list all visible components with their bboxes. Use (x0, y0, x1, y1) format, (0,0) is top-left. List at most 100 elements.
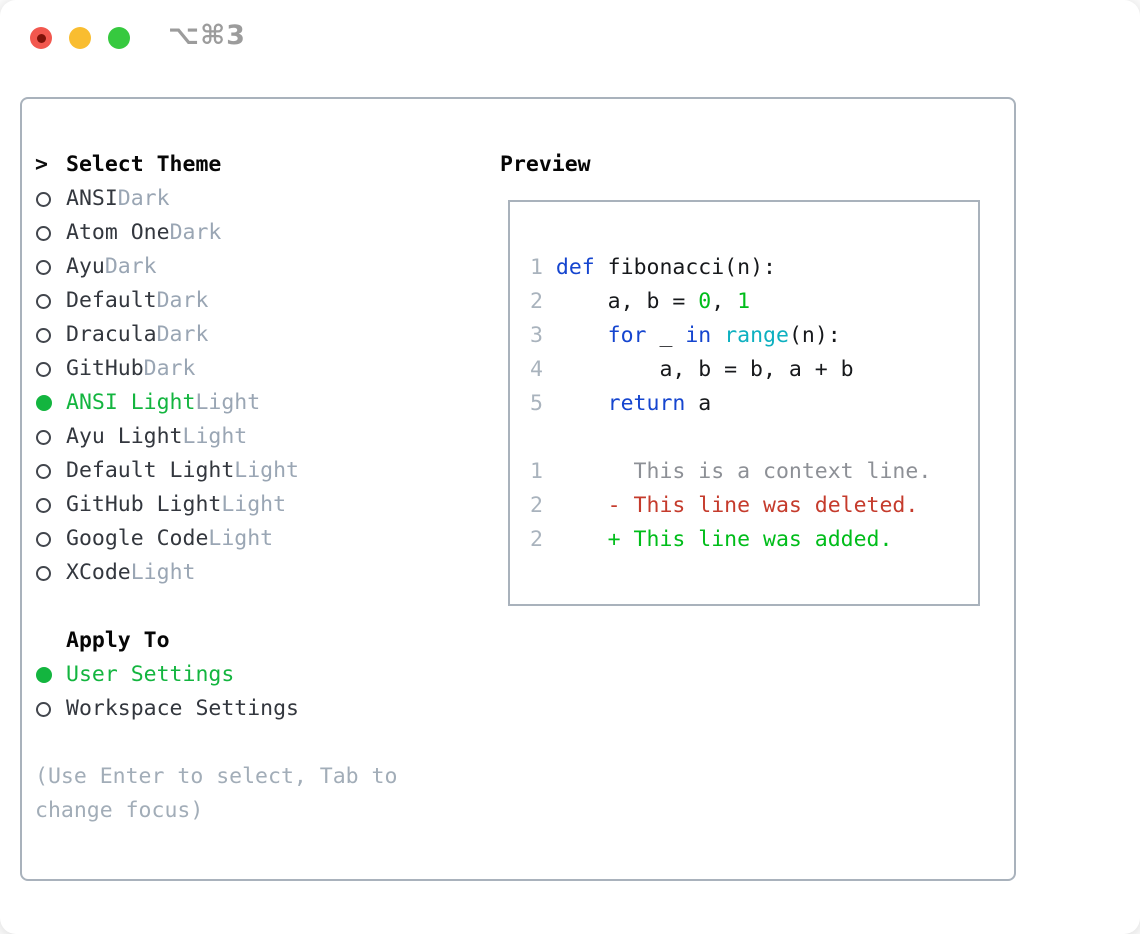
radio-icon (35, 327, 66, 343)
code-segment-ctx: This is a context line. (555, 459, 932, 484)
radio-circle (36, 701, 51, 717)
line-number: 5 (530, 391, 556, 416)
zoom-button-icon[interactable] (108, 27, 130, 49)
radio-icon (35, 225, 66, 241)
theme-list-header: >Select Theme (35, 148, 480, 182)
radio-circle (36, 293, 51, 309)
theme-name: Atom One (66, 220, 170, 245)
spacer-row (35, 726, 480, 760)
help-text: (Use Enter to select, Tab to change focu… (35, 764, 398, 823)
radio-icon (35, 497, 66, 513)
spacer-row (35, 590, 480, 624)
theme-name: Default (66, 288, 157, 313)
theme-option[interactable]: ANSI Light Light (35, 386, 480, 420)
code-segment-del: - This line was deleted. (555, 493, 919, 518)
radio-circle (36, 531, 51, 547)
titlebar (30, 26, 147, 50)
theme-name: Google Code (66, 526, 209, 551)
theme-option[interactable]: Default Light Light (35, 454, 480, 488)
code-segment-fg: _ (646, 323, 686, 348)
radio-icon (35, 429, 66, 445)
diff-line: 2 + This line was added. (530, 523, 931, 557)
apply-to-option[interactable]: Workspace Settings (35, 692, 480, 726)
radio-circle (36, 497, 51, 513)
theme-variant-tag: Dark (143, 356, 196, 381)
theme-option[interactable]: Ayu Dark (35, 250, 480, 284)
apply-to-option-label: User Settings (66, 662, 235, 687)
line-number: 2 (530, 527, 556, 552)
code-segment-fg: a, b = b, a + b (555, 357, 854, 382)
theme-variant-tag: Dark (104, 254, 157, 279)
radio-circle (36, 463, 51, 479)
radio-circle (36, 565, 51, 581)
radio-selected-icon (35, 667, 66, 683)
code-segment-kw: for (607, 323, 647, 348)
close-button-icon[interactable] (30, 27, 52, 49)
code-segment-fg: (n): (788, 323, 841, 348)
radio-icon (35, 565, 66, 581)
theme-option[interactable]: Ayu Light Light (35, 420, 480, 454)
radio-circle (36, 259, 51, 275)
code-segment-fg: a (685, 391, 712, 416)
radio-circle (36, 361, 51, 377)
code-segment-kw: def (555, 255, 595, 280)
apply-to-option[interactable]: User Settings (35, 658, 480, 692)
radio-icon (35, 463, 66, 479)
theme-option[interactable]: Google Code Light (35, 522, 480, 556)
radio-icon (35, 701, 66, 717)
code-line: 5 return a (530, 387, 931, 421)
radio-circle (36, 225, 51, 241)
code-segment-kw: in (685, 323, 712, 348)
theme-variant-tag: Dark (169, 220, 222, 245)
line-number: 2 (530, 289, 556, 314)
line-number: 2 (530, 493, 556, 518)
code-line: 4 a, b = b, a + b (530, 353, 931, 387)
prompt-icon: > (35, 148, 66, 182)
minimize-button-icon[interactable] (69, 27, 91, 49)
code-segment-fg (556, 323, 608, 348)
theme-option[interactable]: Default Dark (35, 284, 480, 318)
radio-icon (35, 259, 66, 275)
code-segment-add: + This line was added. (555, 527, 893, 552)
record-dot-icon (36, 33, 46, 43)
theme-name: GitHub Light (66, 492, 222, 517)
code-segment-fg (711, 323, 724, 348)
window-title: ⌥⌘3 (168, 20, 246, 51)
apply-to-title: Apply To (66, 628, 170, 653)
theme-name: ANSI Light (66, 390, 196, 415)
code-segment-fg: a, b = (555, 289, 699, 314)
radio-icon (35, 531, 66, 547)
code-line: 3 for _ in range(n): (530, 319, 931, 353)
code-segment-fn: range (724, 323, 789, 348)
theme-variant-tag: Dark (117, 186, 170, 211)
apply-to-option-label: Workspace Settings (66, 696, 299, 721)
radio-selected-dot (36, 667, 52, 683)
diff-line: 2 - This line was deleted. (530, 489, 931, 523)
theme-variant-tag: Light (208, 526, 274, 551)
theme-name: ANSI (66, 186, 118, 211)
radio-selected-dot (36, 395, 52, 411)
theme-name: XCode (66, 560, 131, 585)
theme-variant-tag: Light (130, 560, 196, 585)
theme-variant-tag: Light (182, 424, 248, 449)
theme-option[interactable]: Dracula Dark (35, 318, 480, 352)
theme-variant-tag: Light (195, 390, 261, 415)
radio-circle (36, 327, 51, 343)
theme-option[interactable]: GitHub Light Light (35, 488, 480, 522)
theme-option[interactable]: ANSI Dark (35, 182, 480, 216)
theme-option[interactable]: Atom One Dark (35, 216, 480, 250)
theme-variant-tag: Dark (156, 288, 209, 313)
preview-header: Preview (500, 152, 591, 177)
line-number: 3 (530, 323, 556, 348)
radio-selected-icon (35, 395, 66, 411)
code-segment-fg (556, 391, 608, 416)
theme-name: Ayu Light (66, 424, 183, 449)
line-number: 4 (530, 357, 556, 382)
code-segment-num: 0 (698, 289, 712, 314)
radio-icon (35, 191, 66, 207)
theme-option[interactable]: GitHub Dark (35, 352, 480, 386)
theme-option[interactable]: XCode Light (35, 556, 480, 590)
